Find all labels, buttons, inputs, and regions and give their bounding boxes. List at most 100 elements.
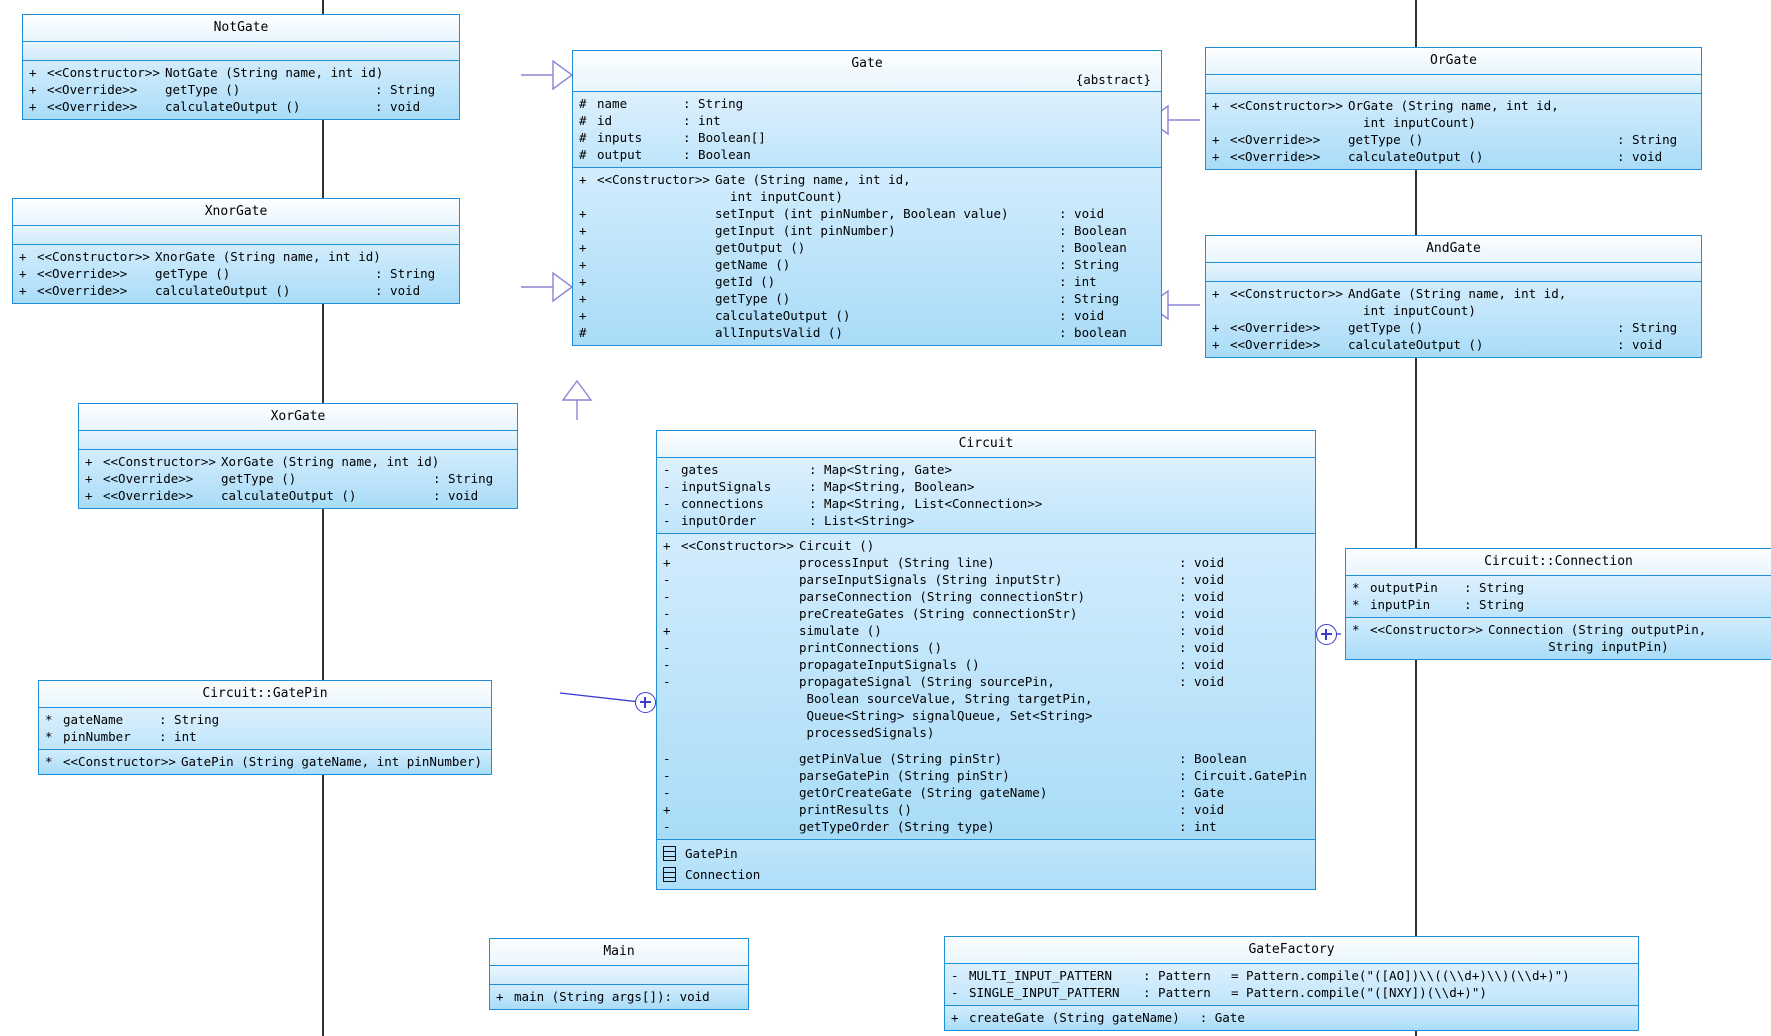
stereotype: <<Override>> [1230,149,1321,164]
operation-row: + <<Override>> calculateOutput () : void [1206,148,1701,165]
signature: getType () [165,82,241,97]
return-type: : void [1617,149,1663,164]
attribute-name: gateName [63,712,124,727]
return-type: : Circuit.GatePin [1179,768,1307,783]
visibility: + [29,65,37,80]
attribute-type: : Map<String, Gate> [809,462,952,477]
operation-row: - preCreateGates (String connectionStr) … [657,605,1315,622]
signature: calculateOutput () [221,488,357,503]
return-type: : void [375,99,421,114]
visibility: - [663,768,671,783]
attribute-type: : Map<String, List<Connection>> [809,496,1043,511]
return-type: : Gate [1179,785,1225,800]
class-box-xorgate[interactable]: XorGate + <<Constructor>> XorGate (Strin… [78,403,518,509]
class-box-andgate[interactable]: AndGate + <<Constructor>> AndGate (Strin… [1205,235,1702,358]
signature: Gate (String name, int id, int inputCoun… [715,172,911,204]
visibility: - [663,513,671,528]
return-type: : void [1059,206,1105,221]
return-type: : void [1179,572,1225,587]
return-type: : int [1179,819,1217,834]
nested-class-icon [663,867,676,882]
signature: calculateOutput () [1348,149,1484,164]
operation-row: + getId () : int [573,273,1161,290]
class-box-xnorgate[interactable]: XnorGate + <<Constructor>> XnorGate (Str… [12,198,460,304]
visibility: * [45,712,53,727]
attribute-name: id [597,113,613,128]
class-title: XnorGate [13,199,459,225]
attribute-type: : List<String> [809,513,915,528]
attributes-compartment-empty [1206,262,1701,281]
class-box-connection[interactable]: Circuit::Connection * outputPin : String… [1345,548,1771,660]
visibility: # [579,113,587,128]
operation-row: + <<Constructor>> XnorGate (String name,… [13,248,459,265]
signature: allInputsValid () [715,325,843,340]
return-type: : String [433,471,494,486]
operation-row: + <<Override>> getType () : String [1206,319,1701,336]
operation-row: + <<Override>> getType () : String [13,265,459,282]
visibility: - [663,751,671,766]
operation-row: + calculateOutput () : void [573,307,1161,324]
attribute-name: inputs [597,130,643,145]
class-box-orgate[interactable]: OrGate + <<Constructor>> OrGate (String … [1205,47,1702,170]
class-box-gatepin[interactable]: Circuit::GatePin * gateName : String * p… [38,680,492,775]
return-type: : void [1179,802,1225,817]
return-type: : void [1059,308,1105,323]
signature: XnorGate (String name, int id) [155,249,381,264]
visibility: - [663,496,671,511]
visibility: + [579,257,587,272]
visibility: + [85,471,93,486]
attribute-type: : Map<String, Boolean> [809,479,975,494]
attribute-row: - SINGLE_INPUT_PATTERN : Pattern = Patte… [945,984,1638,1001]
visibility: * [1352,580,1360,595]
class-title: NotGate [23,15,459,41]
class-title: Circuit::Connection [1346,549,1771,575]
attribute-row: - inputOrder : List<String> [657,512,1315,529]
class-box-circuit[interactable]: Circuit - gates : Map<String, Gate> - in… [656,430,1316,890]
attribute-name: output [597,147,643,162]
class-title-text: Gate [851,56,883,71]
stereotype: <<Override>> [47,99,138,114]
operation-row: + getName () : String [573,256,1161,273]
visibility: + [1212,320,1220,335]
operation-row: + <<Override>> getType () : String [1206,131,1701,148]
signature: getPinValue (String pinStr) [799,751,1003,766]
operations-compartment: + <<Constructor>> Circuit () + processIn… [657,533,1315,839]
nested-class-icon [663,846,676,861]
operation-row: + <<Override>> calculateOutput () : void [13,282,459,299]
abstract-marker: {abstract} [1075,72,1151,87]
return-type: : String [375,82,436,97]
attributes-compartment-empty [23,41,459,60]
class-box-gatefactory[interactable]: GateFactory - MULTI_INPUT_PATTERN : Patt… [944,936,1639,1031]
class-box-notgate[interactable]: NotGate + <<Constructor>> NotGate (Strin… [22,14,460,120]
signature: main (String args[]) [514,989,665,1004]
return-type: : void [664,989,710,1004]
stereotype: <<Constructor>> [1230,98,1343,113]
class-box-gate[interactable]: Gate {abstract} # name : String # id : i… [572,50,1162,346]
operation-row: - propagateInputSignals () : void [657,656,1315,673]
visibility: + [29,82,37,97]
nested-class-connection[interactable]: Connection [657,864,1315,885]
operation-row: + <<Constructor>> Circuit () [657,537,1315,554]
attributes-compartment: - MULTI_INPUT_PATTERN : Pattern = Patter… [945,963,1638,1005]
attribute-row: * pinNumber : int [39,728,491,745]
operation-row: + <<Constructor>> XorGate (String name, … [79,453,517,470]
nested-class-label: Connection [685,867,761,882]
signature: OrGate (String name, int id, int inputCo… [1348,98,1559,130]
attribute-row: # output : Boolean [573,146,1161,163]
return-type: : void [1179,555,1225,570]
stereotype: <<Constructor>> [103,454,216,469]
visibility: - [663,589,671,604]
class-box-main[interactable]: Main + main (String args[]) : void [489,938,749,1010]
return-type: : boolean [1059,325,1127,340]
nested-class-gatepin[interactable]: GatePin [657,843,1315,864]
operation-row: + simulate () : void [657,622,1315,639]
signature: parseGatePin (String pinStr) [799,768,1010,783]
stereotype: <<Constructor>> [47,65,160,80]
signature: getType () [1348,320,1424,335]
operation-row: - getTypeOrder (String type) : int [657,818,1315,835]
operation-row: + setInput (int pinNumber, Boolean value… [573,205,1161,222]
operation-row: + processInput (String line) : void [657,554,1315,571]
signature: printResults () [799,802,912,817]
attribute-name: connections [681,496,764,511]
operations-compartment: + <<Constructor>> OrGate (String name, i… [1206,93,1701,169]
